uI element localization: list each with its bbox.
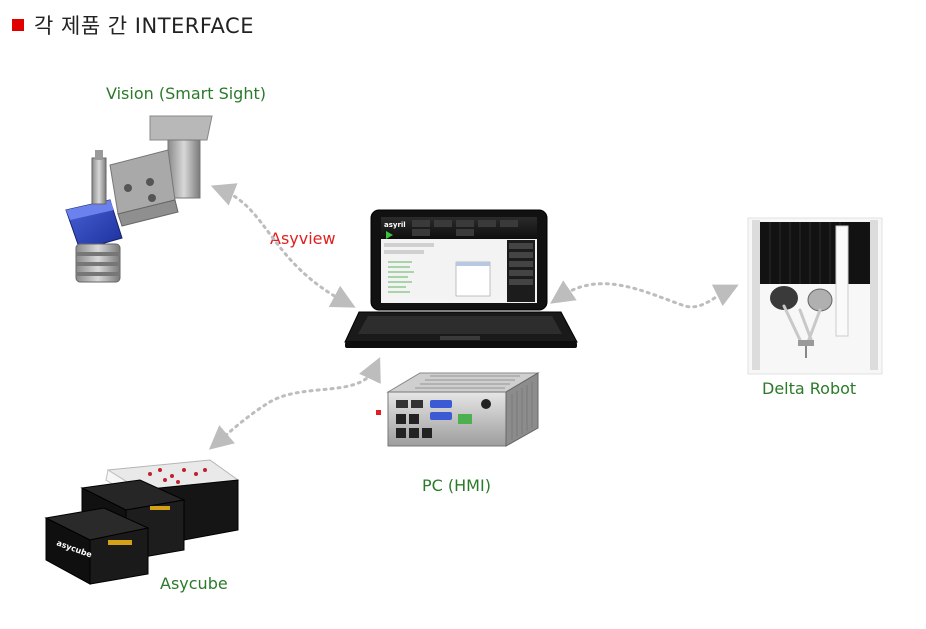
robot-laptop-arrow (550, 280, 739, 309)
delta-robot-image (747, 217, 883, 375)
vision-label: Vision (Smart Sight) (106, 84, 266, 103)
asycube-label: Asycube (160, 574, 228, 593)
asycube-image: asycube asycube (44, 459, 240, 585)
vision-camera-image (65, 115, 213, 283)
vision-pc-arrow (210, 183, 356, 308)
connection-arrows (208, 183, 739, 450)
page-title: 각 제품 간 INTERFACE (12, 10, 254, 40)
pc-image (376, 372, 540, 447)
title-text: 각 제품 간 INTERFACE (34, 14, 254, 38)
pc-asycube-arrow (208, 357, 381, 450)
delta-robot-label: Delta Robot (762, 379, 857, 398)
laptop-logo-text: asyril (384, 221, 406, 229)
laptop-image: asyril (344, 209, 578, 348)
pc-label: PC (HMI) (422, 476, 491, 495)
title-bullet-icon (12, 19, 24, 31)
